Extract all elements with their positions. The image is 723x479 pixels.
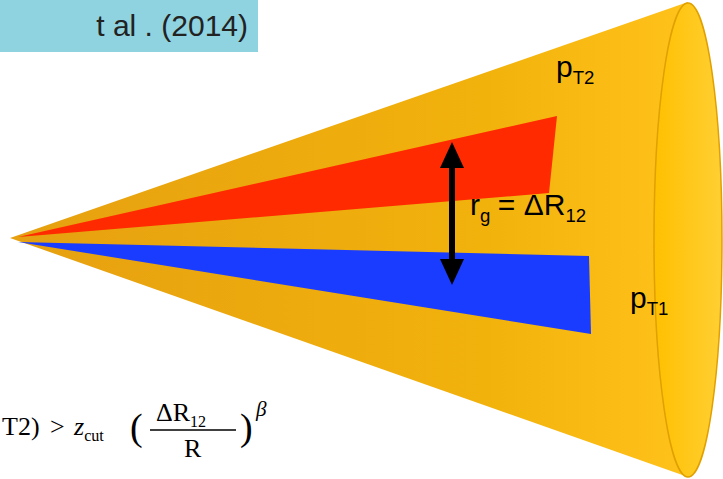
subjet-red bbox=[18, 116, 557, 237]
distance-label: g bbox=[480, 205, 490, 226]
momentum-label: T2 bbox=[573, 67, 595, 88]
formula-paren-group: ( bbox=[130, 408, 143, 446]
formula-text-group: ΔR12 bbox=[156, 400, 206, 426]
formula-text: cut bbox=[84, 427, 104, 444]
distance-label-group: rg= ΔR12 bbox=[470, 190, 586, 220]
formula-text: ΔR bbox=[156, 398, 190, 427]
momentum-label-group: pT1 bbox=[630, 283, 668, 313]
cone-cap bbox=[654, 3, 722, 477]
formula-text: R bbox=[184, 434, 201, 463]
formula-text-group: R bbox=[184, 436, 201, 462]
distance-label: = ΔR bbox=[498, 188, 566, 221]
formula-paren: ) bbox=[240, 406, 253, 448]
citation-text: t al . (2014) bbox=[96, 9, 248, 43]
formula-paren-group: ) bbox=[240, 408, 253, 446]
jet-cone bbox=[10, 2, 688, 477]
formula-paren: ( bbox=[130, 406, 143, 448]
formula-text-group: zcut bbox=[74, 414, 104, 440]
distance-arrow bbox=[440, 142, 464, 285]
momentum-label: T1 bbox=[647, 298, 669, 319]
formula-exponent: β bbox=[256, 397, 267, 421]
distance-label: 12 bbox=[565, 205, 586, 226]
formula-text: z bbox=[74, 412, 84, 441]
formula-exponent-group: β bbox=[256, 404, 267, 438]
subjet-blue bbox=[18, 242, 591, 334]
momentum-label: p bbox=[556, 50, 573, 83]
distance-label: r bbox=[470, 188, 480, 221]
momentum-label: p bbox=[630, 281, 647, 314]
formula-text: > bbox=[50, 412, 65, 441]
citation-box: t al . (2014) bbox=[0, 0, 258, 52]
momentum-label-group: pT2 bbox=[556, 52, 594, 82]
formula-text: 12 bbox=[190, 413, 206, 430]
formula-text: T2) bbox=[2, 412, 40, 441]
formula-text-group: > bbox=[50, 414, 65, 440]
formula-text-group: T2) bbox=[2, 414, 40, 440]
